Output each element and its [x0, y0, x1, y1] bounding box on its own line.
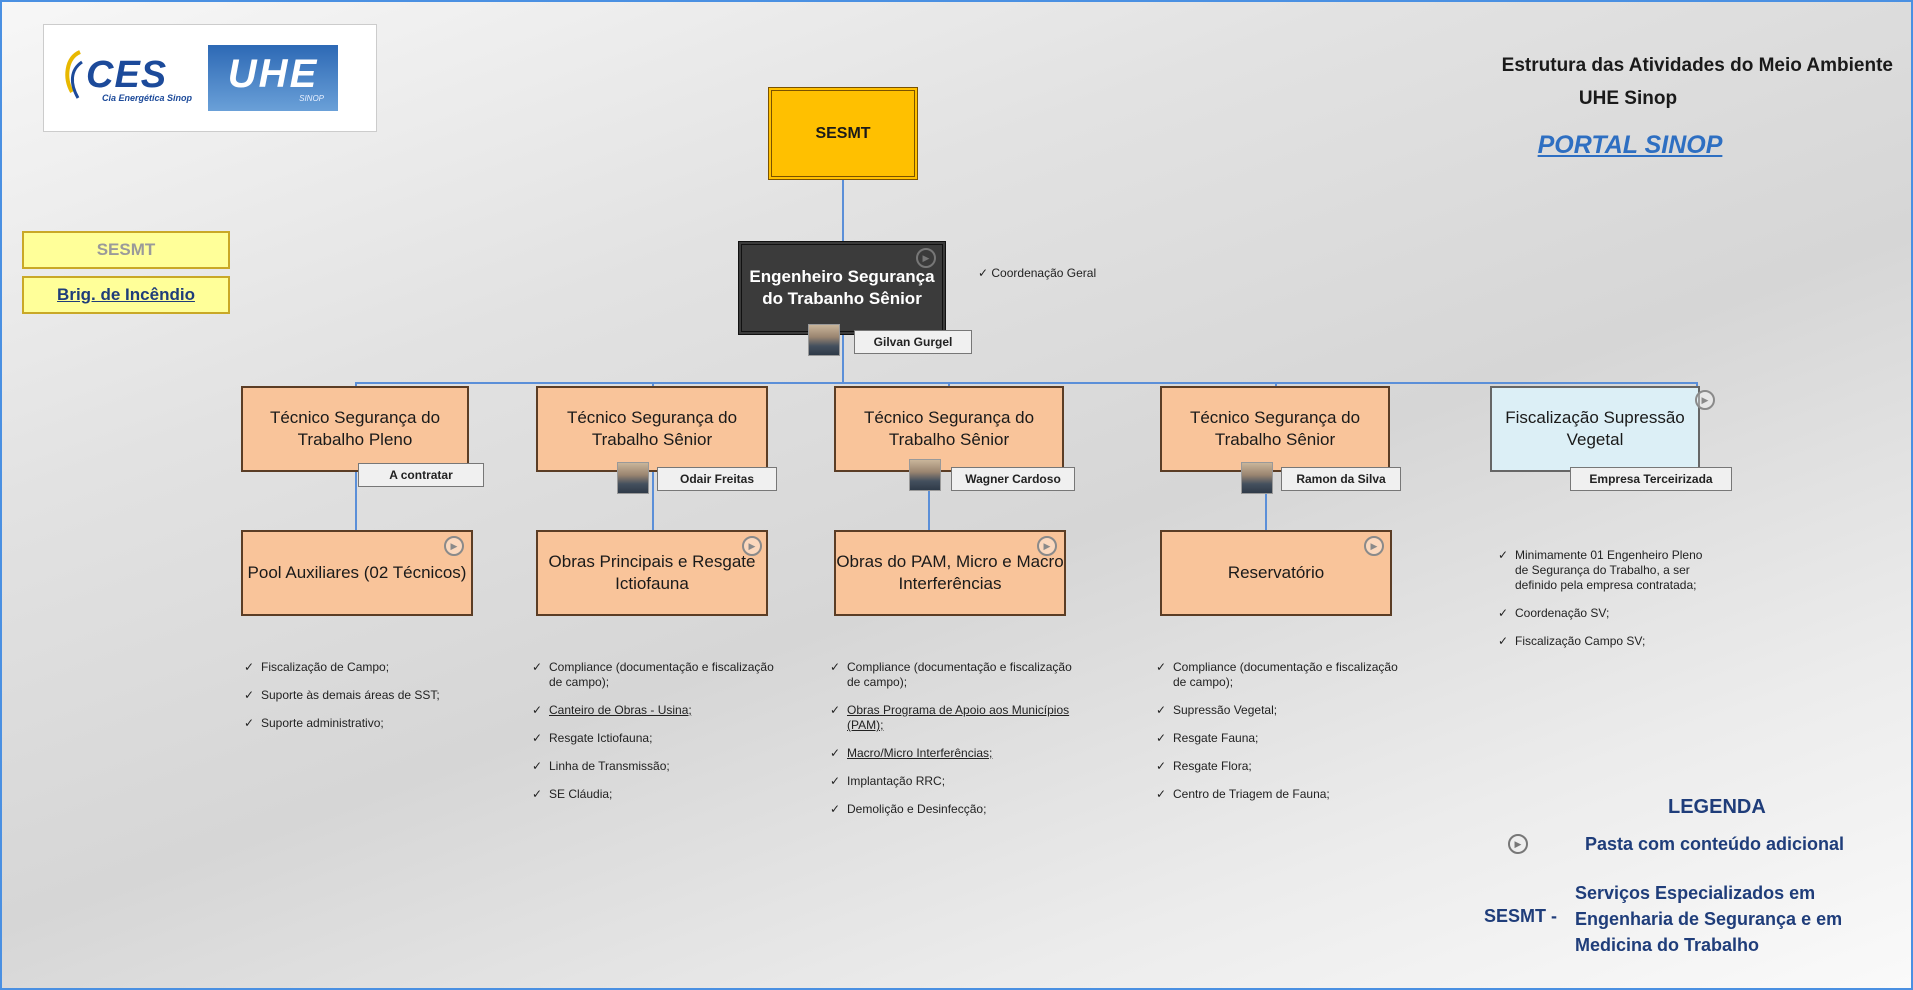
avatar [909, 459, 941, 491]
ces-swoosh-icon [56, 48, 86, 108]
legend-line: Engenharia de Segurança e em [1575, 909, 1843, 929]
ces-logo-subtitle: Cia Energética Sinop [102, 92, 193, 103]
area-title: Reservatório [1227, 563, 1325, 582]
list-item: Minimamente 01 Engenheiro Pleno de Segur… [1498, 548, 1718, 593]
play-circle-icon[interactable]: ▶ [916, 248, 936, 268]
coordinator-note-text: Coordenação Geral [991, 266, 1097, 280]
list-item: Compliance (documentação e fiscalização … [1156, 660, 1406, 690]
coordinator-note: ✓ Coordenação Geral [978, 266, 1097, 280]
connector-line [1696, 382, 1698, 386]
list-item: Linha de Transmissão; [532, 759, 782, 774]
list-item: Compliance (documentação e fiscalização … [532, 660, 782, 690]
uhe-logo: UHE SINOP [208, 45, 339, 111]
connector-line [1275, 382, 1277, 386]
role-title: Técnico Segurança do Trabalho Sênior [1189, 408, 1361, 449]
connector-line [948, 382, 950, 386]
list-item: Compliance (documentação e fiscalização … [830, 660, 1080, 690]
list-item: Fiscalização de Campo; [244, 660, 484, 675]
list-item-link[interactable]: Canteiro de Obras - Usina; [532, 703, 782, 718]
person-name: A contratar [358, 463, 484, 487]
coordinator-title: Engenheiro Segurança do Trabanho Sênior [749, 267, 935, 308]
org-node-fiscalizacao[interactable]: Fiscalização Supressão Vegetal [1490, 386, 1700, 472]
list-item: Coordenação SV; [1498, 606, 1718, 621]
page-subtitle: UHE Sinop [1578, 88, 1678, 109]
logo: CES Cia Energética Sinop UHE SINOP [43, 24, 377, 132]
legend-sesmt-abbr: SESMT - [1484, 906, 1558, 926]
org-node-role[interactable]: Técnico Segurança do Trabalho Pleno [241, 386, 469, 472]
person-name: Ramon da Silva [1281, 467, 1401, 491]
list-item: Resgate Flora; [1156, 759, 1406, 774]
org-node-coordinator[interactable]: Engenheiro Segurança do Trabanho Sênior [738, 241, 946, 335]
person-name: Odair Freitas [657, 467, 777, 491]
org-node-sesmt[interactable]: SESMT [768, 87, 918, 180]
play-circle-icon[interactable]: ▶ [1695, 390, 1715, 410]
portal-link[interactable]: PORTAL SINOP [1537, 131, 1723, 159]
list-item: Demolição e Desinfecção; [830, 802, 1080, 817]
org-node-role[interactable]: Técnico Segurança do Trabalho Sênior [1160, 386, 1390, 472]
list-item: SE Cláudia; [532, 787, 782, 802]
role-title: Fiscalização Supressão Vegetal [1505, 408, 1685, 449]
list-item: Centro de Triagem de Fauna; [1156, 787, 1406, 802]
connector-line [355, 471, 357, 530]
ces-logo: CES Cia Energética Sinop [56, 48, 192, 108]
play-circle-icon[interactable]: ▶ [742, 536, 762, 556]
org-node-area[interactable]: Reservatório [1160, 530, 1392, 616]
play-circle-icon: ▶ [1508, 834, 1528, 854]
list-item-link[interactable]: Obras Programa de Apoio aos Municípios (… [830, 703, 1080, 733]
legend-title: LEGENDA [1668, 796, 1766, 818]
legend-folder-label: Pasta com conteúdo adicional [1585, 834, 1845, 854]
activity-list: Fiscalização de Campo; Suporte às demais… [244, 660, 484, 744]
connector-line [842, 335, 844, 383]
sidebar-item-brigada[interactable]: Brig. de Incêndio [22, 276, 230, 314]
legend-line: Medicina do Trabalho [1575, 935, 1760, 955]
org-node-role[interactable]: Técnico Segurança do Trabalho Sênior [834, 386, 1064, 472]
legend-sesmt-definition: Serviços Especializados em Engenharia de… [1575, 880, 1842, 958]
play-circle-icon[interactable]: ▶ [444, 536, 464, 556]
area-title: Obras do PAM, Micro e Macro Interferênci… [836, 552, 1064, 593]
role-title: Técnico Segurança do Trabalho Sênior [566, 408, 738, 449]
list-item: Suporte às demais áreas de SST; [244, 688, 484, 703]
connector-line [652, 471, 654, 530]
legend-line: Serviços Especializados em [1575, 883, 1816, 903]
person-name: Gilvan Gurgel [854, 330, 972, 354]
org-node-area[interactable]: Pool Auxiliares (02 Técnicos) [241, 530, 473, 616]
area-title: Pool Auxiliares (02 Técnicos) [247, 563, 467, 582]
avatar [617, 462, 649, 494]
role-title: Técnico Segurança do Trabalho Sênior [863, 408, 1035, 449]
ces-logo-text: CES [86, 53, 168, 96]
connector-line [842, 180, 844, 241]
play-circle-icon[interactable]: ▶ [1037, 536, 1057, 556]
page-title: Estrutura das Atividades do Meio Ambient… [1501, 55, 1893, 76]
connector-line [928, 471, 930, 530]
play-circle-icon[interactable]: ▶ [1364, 536, 1384, 556]
activity-list: Compliance (documentação e fiscalização … [830, 660, 1080, 830]
person-name: Wagner Cardoso [951, 467, 1075, 491]
list-item: Suporte administrativo; [244, 716, 484, 731]
activity-list: Minimamente 01 Engenheiro Pleno de Segur… [1498, 548, 1718, 662]
connector-line [652, 382, 654, 386]
org-node-role[interactable]: Técnico Segurança do Trabalho Sênior [536, 386, 768, 472]
uhe-logo-subtitle: SINOP [299, 93, 325, 103]
org-node-area[interactable]: Obras Principais e Resgate Ictiofauna [536, 530, 768, 616]
sidebar-item-sesmt[interactable]: SESMT [22, 231, 230, 269]
list-item: Resgate Fauna; [1156, 731, 1406, 746]
activity-list: Compliance (documentação e fiscalização … [1156, 660, 1406, 815]
role-title: Técnico Segurança do Trabalho Pleno [269, 408, 441, 449]
person-name: Empresa Terceirizada [1570, 467, 1732, 491]
connector-line [355, 382, 1698, 384]
connector-line [355, 382, 357, 386]
area-title: Obras Principais e Resgate Ictiofauna [548, 552, 756, 593]
list-item: Supressão Vegetal; [1156, 703, 1406, 718]
connector-line [1265, 471, 1267, 530]
list-item: Fiscalização Campo SV; [1498, 634, 1718, 649]
list-item: Resgate Ictiofauna; [532, 731, 782, 746]
activity-list: Compliance (documentação e fiscalização … [532, 660, 782, 815]
avatar [1241, 462, 1273, 494]
org-node-area[interactable]: Obras do PAM, Micro e Macro Interferênci… [834, 530, 1066, 616]
list-item-link[interactable]: Macro/Micro Interferências; [830, 746, 1080, 761]
avatar [808, 324, 840, 356]
uhe-logo-text: UHE [227, 51, 319, 96]
list-item: Implantação RRC; [830, 774, 1080, 789]
